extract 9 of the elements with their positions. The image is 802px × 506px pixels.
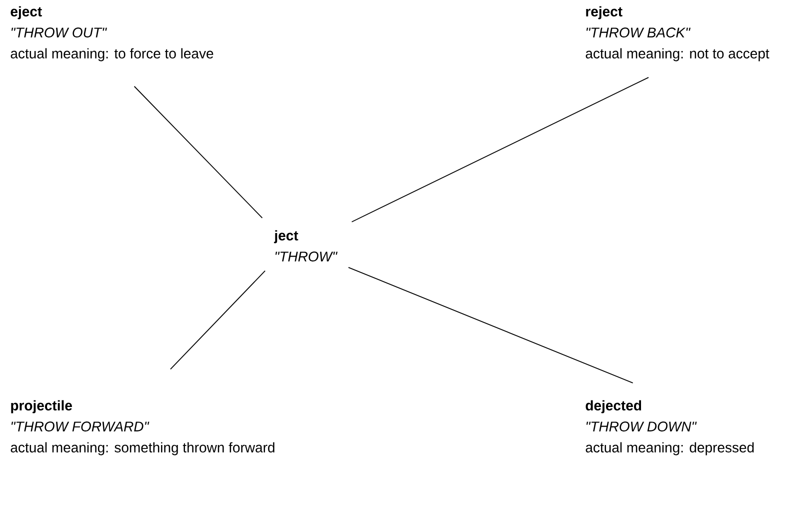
connector-line xyxy=(351,76,649,222)
connector-line xyxy=(170,270,266,370)
word-entry: dejected "THROW DOWN" actual meaning: depressed xyxy=(586,400,754,456)
word-entry: reject "THROW BACK" actual meaning: not to accept xyxy=(586,6,770,62)
word-entry: ject "THROW" xyxy=(274,230,338,262)
word-entry: projectile "THROW FORWARD" actual meaning: something thrown forward xyxy=(10,400,274,456)
connector-line xyxy=(348,266,634,384)
word-entry: eject "THROW OUT" actual meaning: to force to leave xyxy=(10,6,214,62)
connector-line xyxy=(134,86,263,218)
